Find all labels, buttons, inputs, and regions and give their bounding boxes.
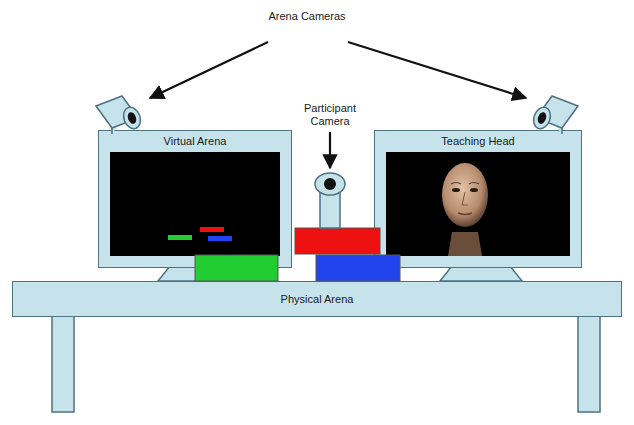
physical-block	[295, 228, 380, 254]
teaching-head	[442, 163, 488, 256]
callout-label: Participant Camera	[295, 102, 365, 128]
arena-camera	[531, 96, 578, 134]
node-label: Physical Arena	[13, 293, 621, 305]
monitor-frame: Teaching Head	[374, 130, 582, 268]
table-leg	[578, 316, 600, 412]
physical-block	[316, 255, 400, 281]
node-label: Teaching Head	[375, 135, 581, 147]
screen	[110, 152, 280, 256]
callout-label: Arena Cameras	[247, 10, 367, 23]
table-top: Physical Arena	[12, 281, 622, 317]
arena-camera	[96, 96, 143, 134]
leader-arrow	[150, 42, 526, 168]
physical-block	[195, 255, 278, 281]
screen	[386, 152, 570, 256]
monitor-stand	[440, 266, 522, 281]
virtual-block	[208, 236, 232, 241]
table-leg	[52, 316, 74, 412]
virtual-block	[168, 235, 192, 240]
monitor-stand	[158, 266, 240, 281]
monitor-frame: Virtual Arena	[98, 130, 292, 268]
node-label: Virtual Arena	[99, 135, 291, 147]
participant-camera	[315, 173, 345, 228]
virtual-block	[200, 227, 224, 232]
